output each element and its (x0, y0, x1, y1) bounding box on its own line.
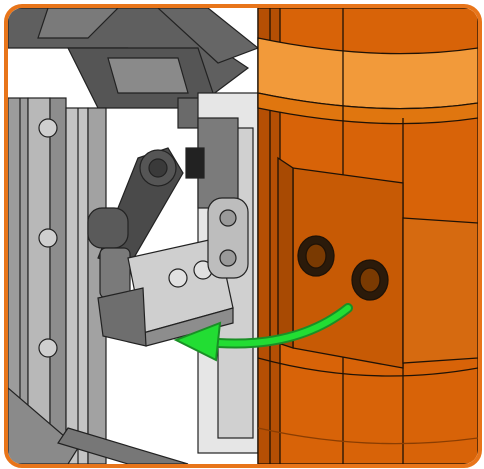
gray-lego-bracket-assembly (8, 8, 260, 464)
orange-cylindrical-part (257, 8, 478, 464)
green-curved-arrow (173, 303, 353, 362)
illustration-frame (4, 4, 482, 468)
mounting-hole (297, 235, 335, 277)
mounting-hole (351, 259, 389, 301)
assembly-illustration (8, 8, 478, 464)
